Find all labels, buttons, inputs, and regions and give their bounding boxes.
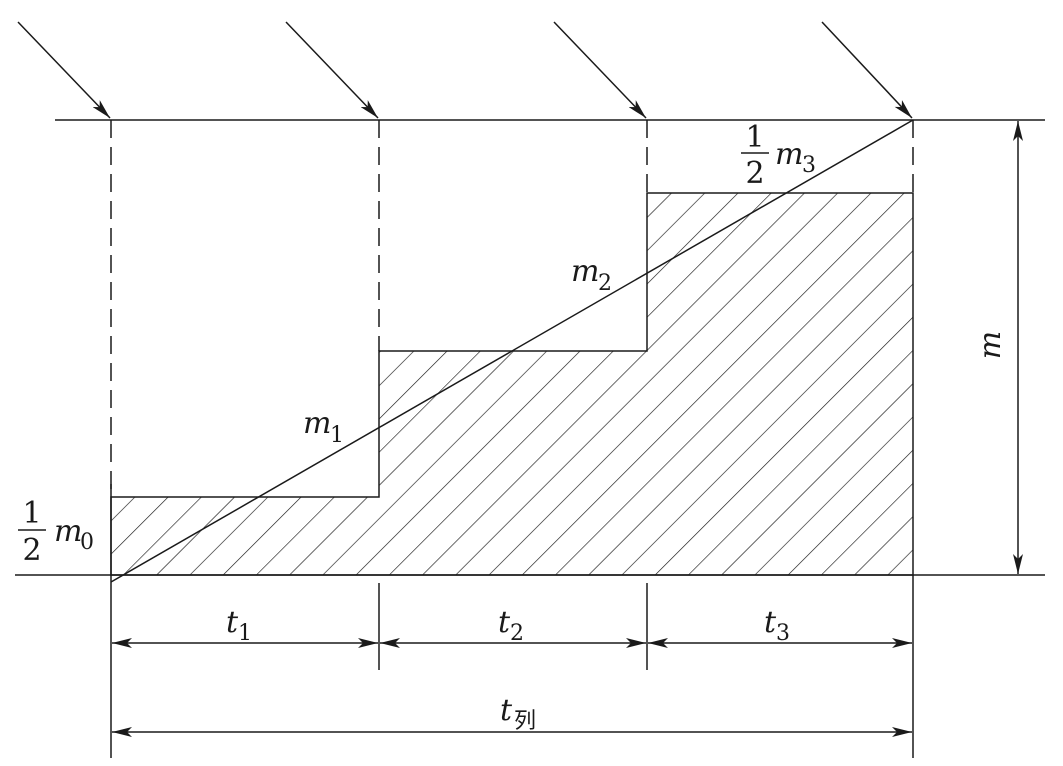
svg-text:3: 3 <box>776 621 790 646</box>
label-t-total: t 列 <box>500 693 536 734</box>
svg-text:列: 列 <box>514 709 536 734</box>
label-t3: t 3 <box>764 605 790 646</box>
svg-text:2: 2 <box>598 271 612 296</box>
svg-text:m: m <box>571 254 599 289</box>
hatched-step-area <box>110 192 914 576</box>
label-m-total: m <box>973 331 1008 359</box>
svg-text:0: 0 <box>80 530 94 555</box>
svg-text:1: 1 <box>330 423 344 448</box>
svg-text:1: 1 <box>745 120 764 155</box>
label-t1: t 1 <box>226 605 252 646</box>
svg-text:t: t <box>498 605 511 640</box>
svg-text:2: 2 <box>510 621 524 646</box>
svg-text:t: t <box>226 605 239 640</box>
cumulative-line <box>110 119 914 583</box>
svg-text:2: 2 <box>22 533 41 568</box>
svg-text:t: t <box>500 693 513 728</box>
label-half-m3: 1 2 m 3 <box>741 120 816 191</box>
svg-text:3: 3 <box>802 153 816 178</box>
label-m2: m 2 <box>571 254 612 296</box>
svg-text:m: m <box>303 406 331 441</box>
svg-text:t: t <box>764 605 777 640</box>
svg-text:1: 1 <box>22 496 41 531</box>
label-m1: m 1 <box>303 406 344 448</box>
label-half-m0: 1 2 m 0 <box>18 496 94 568</box>
incoming-arrows <box>17 21 913 119</box>
svg-text:m: m <box>54 514 82 549</box>
svg-text:m: m <box>775 137 803 172</box>
svg-text:1: 1 <box>238 621 252 646</box>
svg-text:2: 2 <box>745 156 764 191</box>
label-t2: t 2 <box>498 605 524 646</box>
dashed-dividers <box>110 120 914 497</box>
